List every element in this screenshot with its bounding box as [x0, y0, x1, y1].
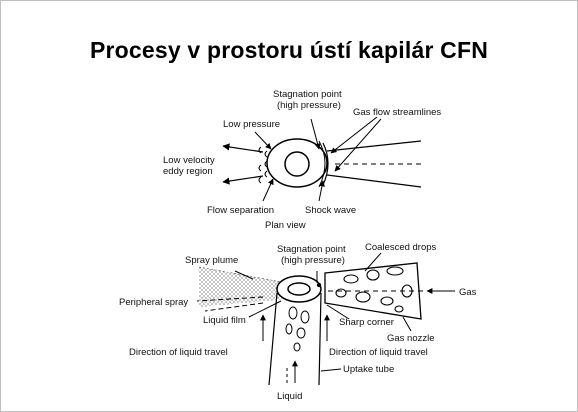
uptake-tube-right-wall — [319, 293, 321, 385]
eddy-arrow-lower — [223, 176, 263, 182]
side-stagnation-label-1: Stagnation point — [277, 244, 346, 255]
plan-gas-flow-label: Gas flow streamlines — [353, 107, 441, 118]
plan-view-caption: Plan view — [265, 220, 306, 231]
plan-view-diagram: Stagnation point (high pressure) Gas flo… — [163, 89, 441, 231]
plan-shock-wave-label: Shock wave — [305, 205, 356, 216]
liquid-bubbles — [286, 307, 309, 351]
plan-low-velocity-label-1: Low velocity — [163, 155, 215, 166]
side-stagnation-label-2: (high pressure) — [281, 255, 345, 266]
side-direction-right-label: Direction of liquid travel — [329, 347, 428, 358]
side-peripheral-spray-label: Peripheral spray — [119, 297, 188, 308]
side-uptake-tube-label: Uptake tube — [343, 364, 394, 375]
side-view-diagram: Spray plume Stagnation point (high press… — [119, 242, 477, 402]
plan-flow-separation-label: Flow separation — [207, 205, 274, 216]
plan-stagnation-label-1: Stagnation point — [273, 89, 342, 100]
capillary-inner-circle — [285, 152, 309, 176]
side-gas-nozzle-label: Gas nozzle — [387, 333, 435, 344]
eddy-arrow-upper — [223, 146, 263, 152]
stagnation-point-dot — [317, 283, 321, 287]
streamline-upper — [327, 141, 421, 151]
side-liquid-film-label: Liquid film — [203, 315, 246, 326]
eddy-region-marks — [259, 147, 267, 183]
plan-low-velocity-label-2: eddy region — [163, 166, 213, 177]
side-coalesced-drops-label: Coalesced drops — [365, 242, 437, 253]
side-liquid-label: Liquid — [277, 391, 302, 402]
side-gas-label: Gas — [459, 287, 477, 298]
streamline-lower — [327, 175, 421, 187]
plan-stagnation-label-2: (high pressure) — [277, 100, 341, 111]
side-spray-plume-label: Spray plume — [185, 255, 238, 266]
plan-low-pressure-label: Low pressure — [223, 119, 280, 130]
side-direction-left-label: Direction of liquid travel — [129, 347, 228, 358]
spray-plume-area — [199, 267, 289, 307]
side-sharp-corner-label: Sharp corner — [339, 317, 394, 328]
capillary-opening — [277, 276, 321, 302]
